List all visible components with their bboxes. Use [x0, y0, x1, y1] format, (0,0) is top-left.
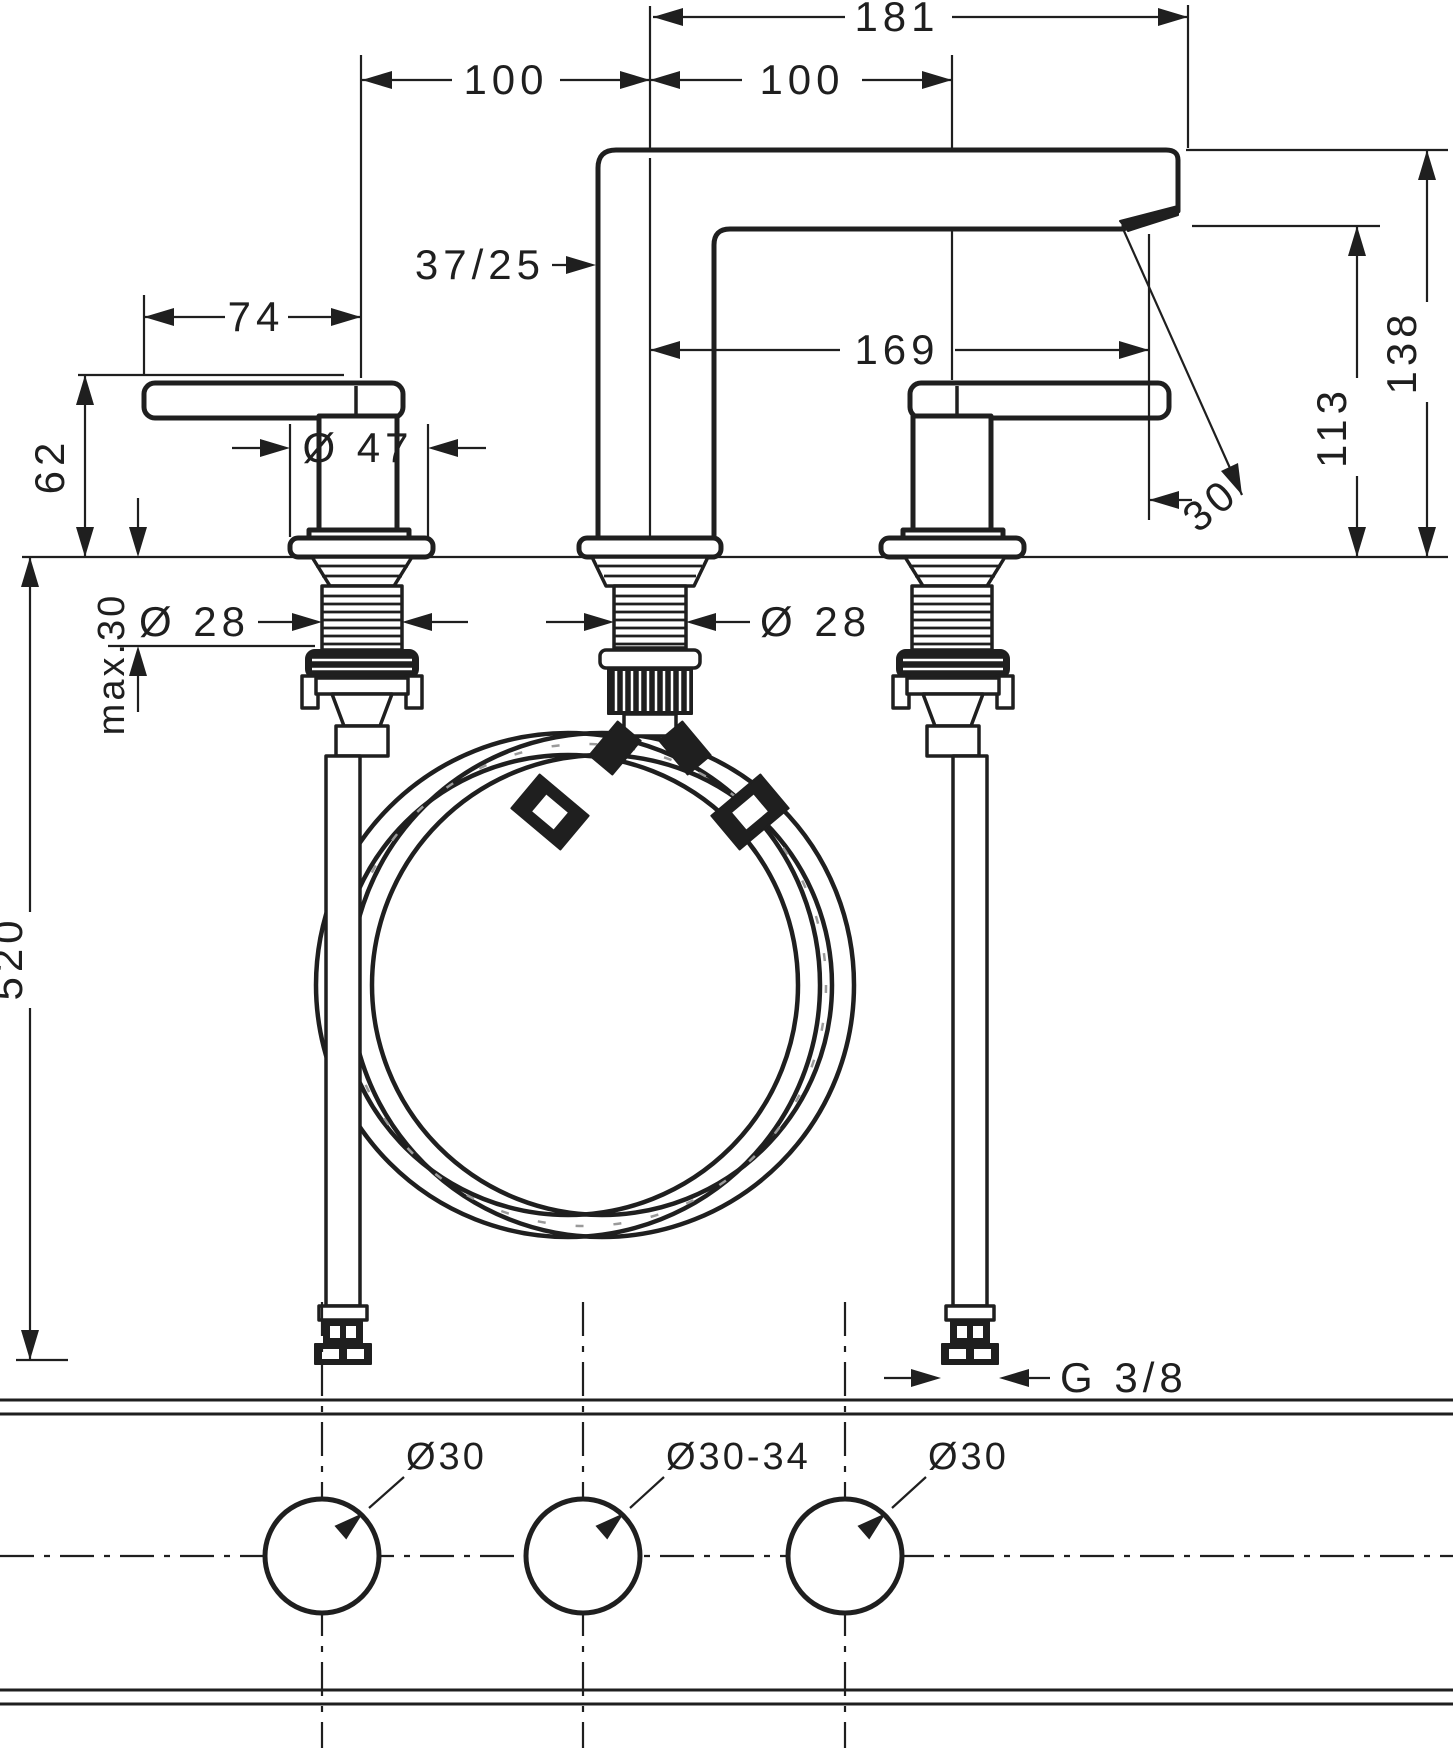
- dim-100-right: 100: [650, 56, 952, 103]
- right-handle-lever: [907, 380, 1172, 421]
- dimensions-over-parts: 169 Ø 47 Ø 28 Ø 28: [139, 158, 1264, 1401]
- right-pipe-valve: [950, 1319, 990, 1345]
- center-gasket-cone: [590, 555, 710, 588]
- dim-100-left: 100: [362, 56, 650, 103]
- right-pipe-collar: [944, 1304, 996, 1322]
- plan-label-right: Ø30: [857, 1436, 1009, 1540]
- dim-520-label: 520: [0, 915, 31, 1000]
- left-pipe-valve: [323, 1319, 363, 1345]
- dim-100-right-label: 100: [759, 56, 844, 103]
- plan-label-center: Ø30-34: [595, 1436, 811, 1540]
- left-escutcheon: [287, 535, 436, 560]
- right-escutcheon: [878, 535, 1027, 560]
- left-gasket-cone: [310, 555, 414, 588]
- dim-169: 169: [650, 326, 1149, 373]
- supply-pipes: [314, 754, 999, 1365]
- dim-37-25-label: 37/25: [415, 241, 545, 288]
- hose-connector-left: [510, 773, 590, 851]
- dim-181: 181: [653, 0, 1188, 40]
- left-supply-pipe: [324, 754, 362, 1308]
- dim-113: 113: [1308, 226, 1366, 557]
- dim-47-label: Ø 47: [302, 424, 413, 471]
- dimensions-elevation: 181 100 100 74 37/25: [0, 0, 1448, 1362]
- svg-text:Ø30: Ø30: [928, 1436, 1009, 1478]
- dim-520: 520: [0, 557, 39, 1360]
- right-gasket-cone: [903, 555, 1007, 588]
- dim-g38-label: G 3/8: [1060, 1354, 1188, 1401]
- dim-g38: G 3/8: [884, 1354, 1188, 1401]
- aerator-tip: [1119, 205, 1179, 232]
- knurl-stripes: [614, 671, 690, 711]
- right-handle-unit: [878, 380, 1172, 758]
- left-handle-unit: [141, 380, 436, 758]
- dim-138-label: 138: [1378, 309, 1425, 394]
- right-shank-threads: [912, 594, 992, 646]
- svg-text:Ø30: Ø30: [406, 1436, 487, 1478]
- dim-62: 62: [26, 375, 94, 557]
- center-knurled-adapter: [607, 667, 693, 715]
- dim-74: 74: [144, 293, 361, 340]
- dim-28-center: Ø 28: [546, 598, 871, 645]
- spout-unit: [510, 147, 1181, 851]
- dim-62-label: 62: [26, 438, 73, 495]
- dim-max30-label: max.30: [91, 593, 133, 736]
- hose-connector-right: [710, 773, 790, 851]
- right-mounting-nut: [896, 649, 1010, 679]
- left-shank-threads: [322, 594, 402, 646]
- svg-text:Ø30-34: Ø30-34: [666, 1436, 811, 1478]
- center-escutcheon: [576, 535, 724, 560]
- spout-body: [595, 147, 1181, 560]
- dim-37-25: 37/25: [415, 241, 596, 288]
- dim-28-center-label: Ø 28: [760, 598, 871, 645]
- plan-hole-center: [523, 1496, 643, 1616]
- y-nipple-right: [658, 720, 712, 776]
- dim-169-label: 169: [854, 326, 939, 373]
- dim-74-label: 74: [228, 293, 285, 340]
- dim-47: Ø 47: [232, 424, 486, 537]
- y-nipple-left: [588, 720, 642, 776]
- right-handle-body: [910, 413, 994, 537]
- left-mounting-nut: [305, 649, 419, 679]
- center-shank-threads: [614, 594, 686, 646]
- plan-view: Ø30 Ø30-34 Ø30: [0, 1302, 1453, 1748]
- left-pipe-collar: [317, 1304, 369, 1322]
- dim-28-left-label: Ø 28: [139, 598, 250, 645]
- right-supply-pipe: [951, 754, 989, 1308]
- dim-181-label: 181: [854, 0, 939, 40]
- center-flange: [598, 648, 702, 670]
- plan-hole-left: [262, 1496, 382, 1616]
- dim-113-label: 113: [1308, 386, 1355, 468]
- left-handle-lever: [141, 380, 406, 421]
- dim-138: 138: [1378, 150, 1436, 557]
- dim-100-left-label: 100: [463, 56, 548, 103]
- dim-28-left: Ø 28: [139, 598, 468, 645]
- plan-label-left: Ø30: [334, 1436, 487, 1540]
- plan-hole-right: [785, 1496, 905, 1616]
- dim-30deg-label: 30°: [1174, 454, 1264, 540]
- center-neck: [622, 712, 678, 738]
- dim-max30: max.30: [91, 498, 147, 735]
